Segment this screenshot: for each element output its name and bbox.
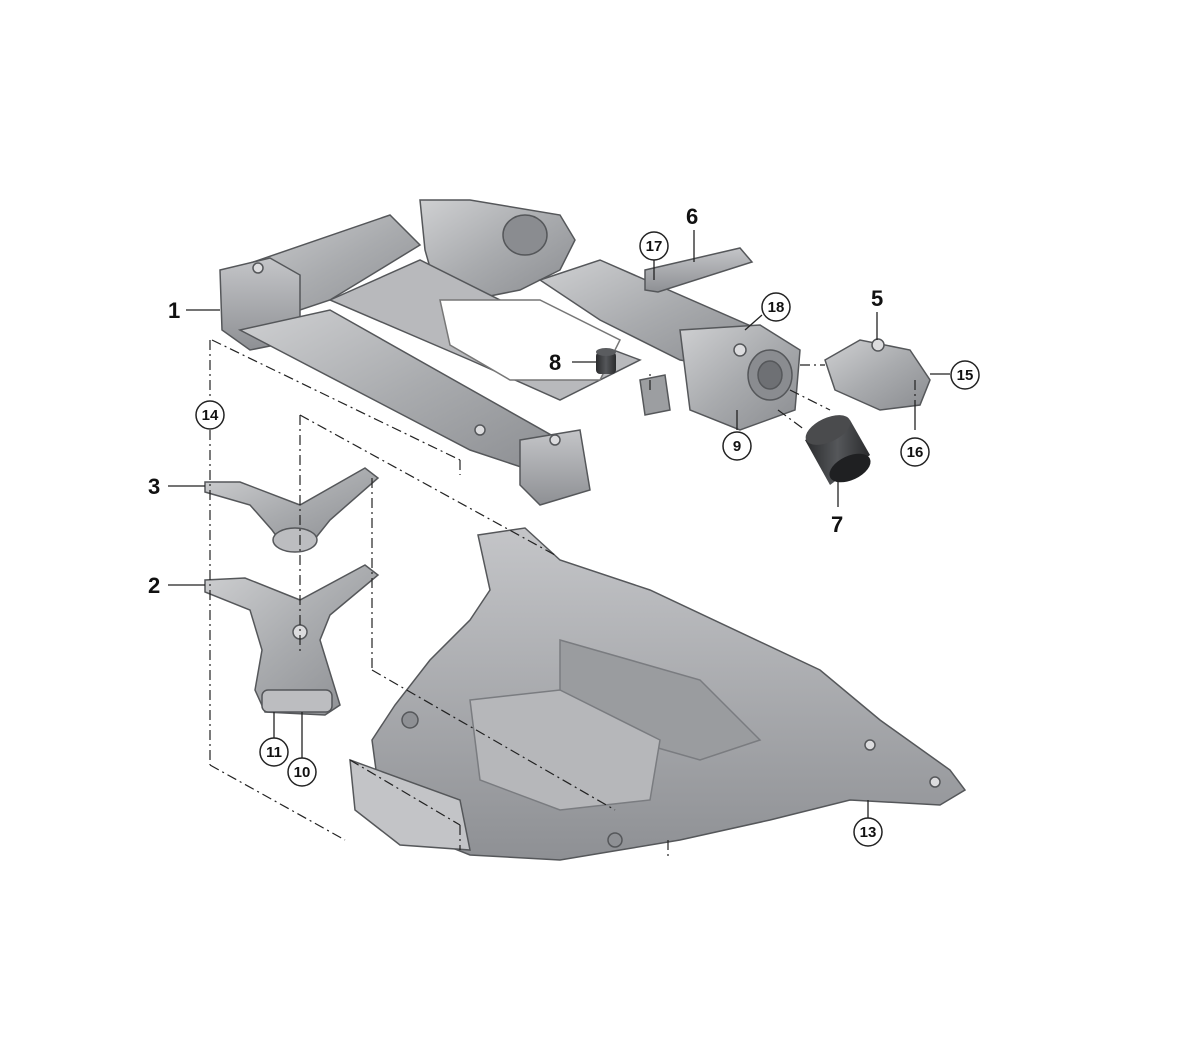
callout-10: 10 — [294, 764, 311, 781]
callout-13-badge: 13 — [853, 817, 883, 847]
callout-8: 8 — [549, 350, 561, 375]
callout-10-badge: 10 — [287, 757, 317, 787]
callout-1: 1 — [168, 298, 180, 323]
strut-brace-3 — [204, 467, 380, 553]
callout-11: 11 — [266, 744, 282, 761]
callout-14-badge: 14 — [195, 400, 225, 430]
leader-lines — [168, 230, 950, 818]
front-axle-subframe — [219, 199, 801, 506]
callout-5: 5 — [871, 286, 883, 311]
callout-2: 2 — [148, 573, 160, 598]
rubber-bushing-7 — [805, 415, 871, 485]
callout-16: 16 — [907, 444, 924, 461]
engine-mount-5 — [824, 338, 931, 411]
callout-7: 7 — [831, 512, 843, 537]
callout-3: 3 — [148, 474, 160, 499]
callout-18-badge: 18 — [761, 292, 791, 322]
callout-15: 15 — [957, 367, 974, 384]
callout-17: 17 — [646, 238, 663, 255]
callout-13: 13 — [860, 824, 877, 841]
callout-15-badge: 15 — [950, 360, 980, 390]
callout-9: 9 — [733, 438, 741, 455]
callout-18: 18 — [768, 299, 785, 316]
bracket-6 — [644, 247, 754, 293]
callout-14: 14 — [202, 407, 219, 424]
strut-brace-2 — [204, 564, 380, 716]
callout-16-badge: 16 — [900, 437, 930, 467]
callout-17-badge: 17 — [639, 231, 669, 261]
callout-9-badge: 9 — [722, 431, 752, 461]
underbody-shield-13 — [349, 527, 967, 861]
dashed-assembly-lines — [209, 339, 916, 858]
callout-labels: 1 3 2 5 6 7 8 9 17 18 15 16 14 — [148, 204, 980, 847]
callout-6: 6 — [686, 204, 698, 229]
rubber-stop-8 — [596, 348, 616, 374]
callout-11-badge: 11 — [259, 737, 289, 767]
